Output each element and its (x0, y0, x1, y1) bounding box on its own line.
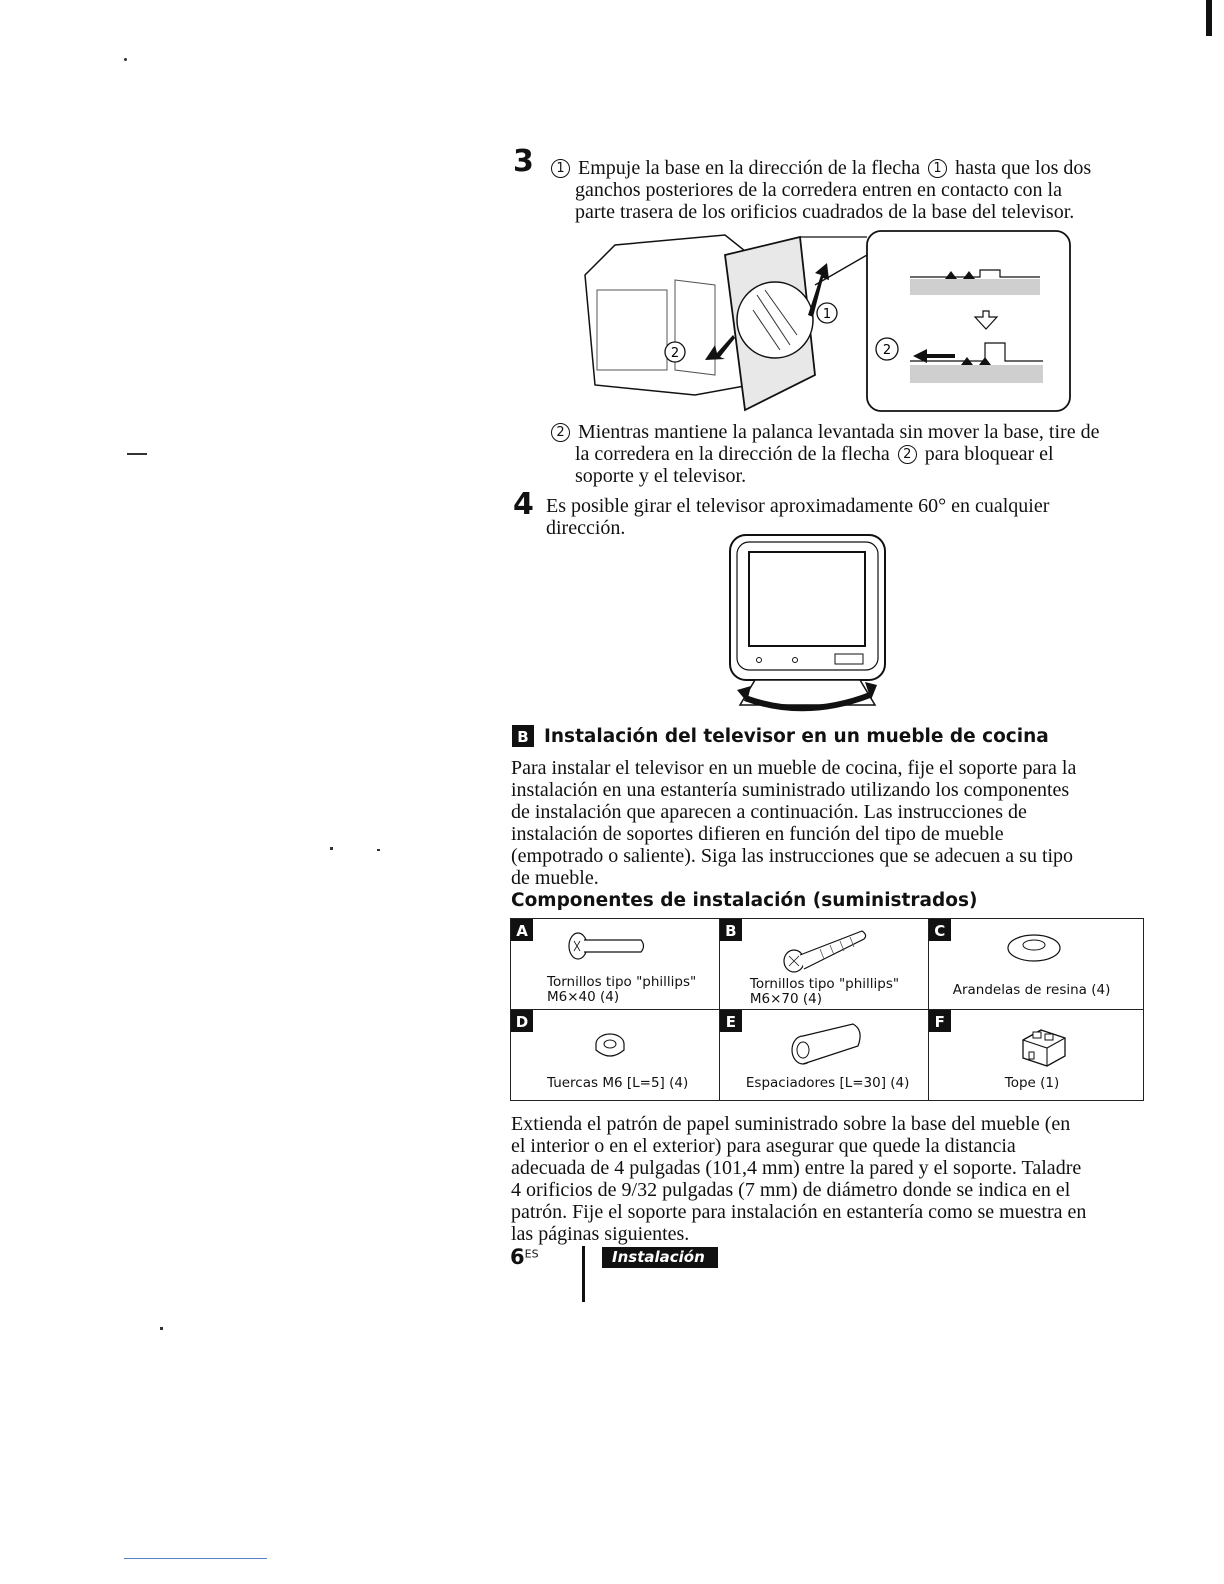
bottom-rule (124, 1558, 267, 1559)
component-letter: E (719, 1010, 742, 1032)
figure-label-2: 2 (664, 341, 686, 363)
speck (330, 847, 333, 850)
stopper-icon (1022, 1029, 1066, 1067)
component-cell-c: C Arandelas de resina (4) (927, 918, 1145, 1010)
component-letter: F (928, 1010, 951, 1032)
screw-short-icon (568, 932, 645, 960)
speck (124, 58, 127, 61)
section-b-title: Instalación del televisor en un mueble d… (544, 726, 1049, 747)
component-letter: B (719, 919, 742, 941)
step4-text: Es posible girar el televisor aproximada… (546, 495, 1050, 539)
section-letter-b: B (512, 725, 534, 747)
section-b-heading: B Instalación del televisor en un mueble… (512, 725, 1049, 747)
page-number: 6ES (510, 1245, 539, 1269)
marker-1: 1 (928, 159, 948, 178)
component-cell-d: D Tuercas M6 [L=5] (4) (510, 1009, 720, 1101)
speck (160, 1327, 163, 1330)
figure-label-1: 1 (816, 302, 838, 324)
edge-mark (1206, 0, 1212, 36)
component-label: Espaciadores [L=30] (4) (745, 1075, 910, 1091)
component-letter: C (928, 919, 951, 941)
marker-2: 2 (551, 423, 570, 442)
component-label: Tuercas M6 [L=5] (4) (547, 1075, 689, 1091)
figure-label-2-detail: 2 (875, 337, 899, 361)
component-label: Arandelas de resina (4) (952, 982, 1111, 998)
step3-sub1: 1 Empuje la base en la dirección de la f… (548, 157, 1148, 223)
component-letter: D (511, 1010, 533, 1032)
tv-rotation-illustration (729, 534, 886, 712)
component-label: Tornillos tipo "phillips" M6×40 (4) (547, 974, 697, 1005)
speck (377, 849, 380, 851)
step3-sub2: 2 Mientras mantiene la palanca levantada… (548, 421, 1168, 487)
component-cell-a: A Tornillos tipo "phillips" M6×40 (4) (510, 918, 720, 1010)
footer-divider (582, 1246, 585, 1302)
svg-text:2: 2 (671, 346, 679, 361)
washer-icon (1007, 934, 1061, 962)
svg-text:2: 2 (883, 343, 891, 358)
component-cell-e: E Espaciadores [L=30] (4) (718, 1009, 929, 1101)
component-label: Tope (1) (1004, 1075, 1060, 1091)
step-number: 4 (513, 487, 534, 522)
dash-mark (127, 453, 147, 455)
components-title: Componentes de instalación (suministrado… (511, 890, 978, 911)
components-table: A Tornillos tipo "phillips" M6×40 (4) B … (510, 918, 1145, 1101)
component-label: Tornillos tipo "phillips" M6×70 (4) (749, 976, 900, 1007)
component-cell-f: F Tope (1) (927, 1009, 1145, 1101)
section-b-paragraph: Para instalar el televisor en un mueble … (511, 757, 1077, 889)
nut-icon (595, 1033, 625, 1057)
component-letter: A (511, 919, 533, 941)
marker-1: 1 (551, 159, 570, 178)
marker-2: 2 (897, 445, 917, 464)
component-cell-b: B Tornillos tipo "phillips" M6×70 (4) (718, 918, 929, 1010)
closing-paragraph: Extienda el patrón de papel suministrado… (511, 1113, 1087, 1245)
footer-section-label: Instalación (602, 1247, 718, 1268)
spacer-icon (791, 1023, 861, 1065)
step-number: 3 (513, 144, 534, 179)
base-attach-illustration: 1 2 2 (584, 230, 1071, 412)
screw-long-icon (783, 930, 867, 973)
svg-text:1: 1 (823, 307, 831, 322)
